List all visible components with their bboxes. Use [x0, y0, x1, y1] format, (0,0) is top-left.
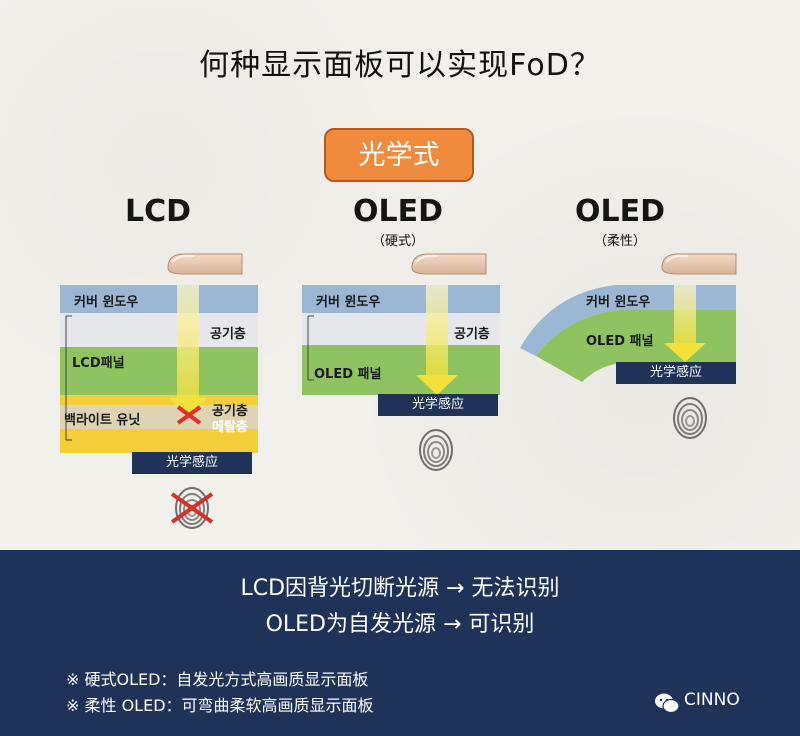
fingerprint-icon	[419, 429, 453, 471]
rigid-air-layer	[302, 313, 500, 345]
blocked-x-icon	[170, 492, 214, 524]
lcd-panel-layer	[60, 347, 258, 395]
fingerprint-icon	[673, 397, 707, 439]
rigid-panel-label: OLED 패널	[314, 367, 382, 382]
lcd-air-layer	[60, 313, 258, 347]
blocked-x-icon	[176, 405, 202, 425]
rigid-air-label: 공기층	[454, 327, 490, 342]
lcd-panel-label: LCD패널	[72, 356, 125, 371]
lcd-cover-label: 커버 윈도우	[74, 295, 139, 310]
page-title: 何种显示面板可以实现FoD？	[199, 48, 601, 83]
rigid-sensor: 光学感应	[378, 394, 498, 416]
rigid-oled-subtitle: （硬式）	[371, 234, 424, 249]
lcd-title: LCD	[124, 194, 192, 229]
optical-badge: 光学式	[324, 128, 474, 182]
flexible-oled-subtitle: （柔性）	[593, 234, 646, 249]
flexible-oled-stack	[520, 253, 737, 439]
lcd-metal-label: 메탈층	[212, 420, 248, 435]
lcd-air2-label: 공기층	[212, 404, 248, 419]
wechat-icon	[655, 693, 680, 714]
rigid-oled-stack	[302, 253, 500, 471]
flexible-oled-title: OLED	[574, 194, 665, 229]
lcd-stack	[60, 253, 258, 529]
finger-icon	[411, 253, 487, 275]
rigid-cover-label: 커버 윈도우	[316, 295, 381, 310]
lcd-air-label: 공기층	[210, 327, 246, 342]
finger-icon	[661, 253, 737, 275]
flex-sensor: 光学感应	[616, 362, 736, 384]
finger-icon	[167, 253, 243, 275]
brand-name: CINNO	[684, 690, 740, 710]
flex-cover-label: 커버 윈도우	[586, 295, 651, 310]
note-flexible-oled: ※ 柔性 OLED：可弯曲柔软高画质显示面板	[66, 696, 374, 715]
rigid-panel-layer	[302, 345, 500, 395]
flex-panel-label: OLED 패널	[586, 334, 654, 349]
note-rigid-oled: ※ 硬式OLED：自发光方式高画质显示面板	[66, 670, 369, 689]
lcd-backlight-label: 백라이트 유닛	[64, 413, 141, 428]
fod-layer-diagram	[60, 253, 737, 529]
lcd-sensor: 光学感应	[132, 452, 252, 474]
summary-line-lcd: LCD因背光切断光源 → 无法识别	[240, 576, 560, 601]
summary-line-oled: OLED为自发光源 → 可识别	[265, 612, 535, 637]
lcd-cover-layer	[60, 285, 258, 313]
rigid-cover-layer	[302, 285, 500, 313]
rigid-oled-title: OLED	[352, 194, 443, 229]
